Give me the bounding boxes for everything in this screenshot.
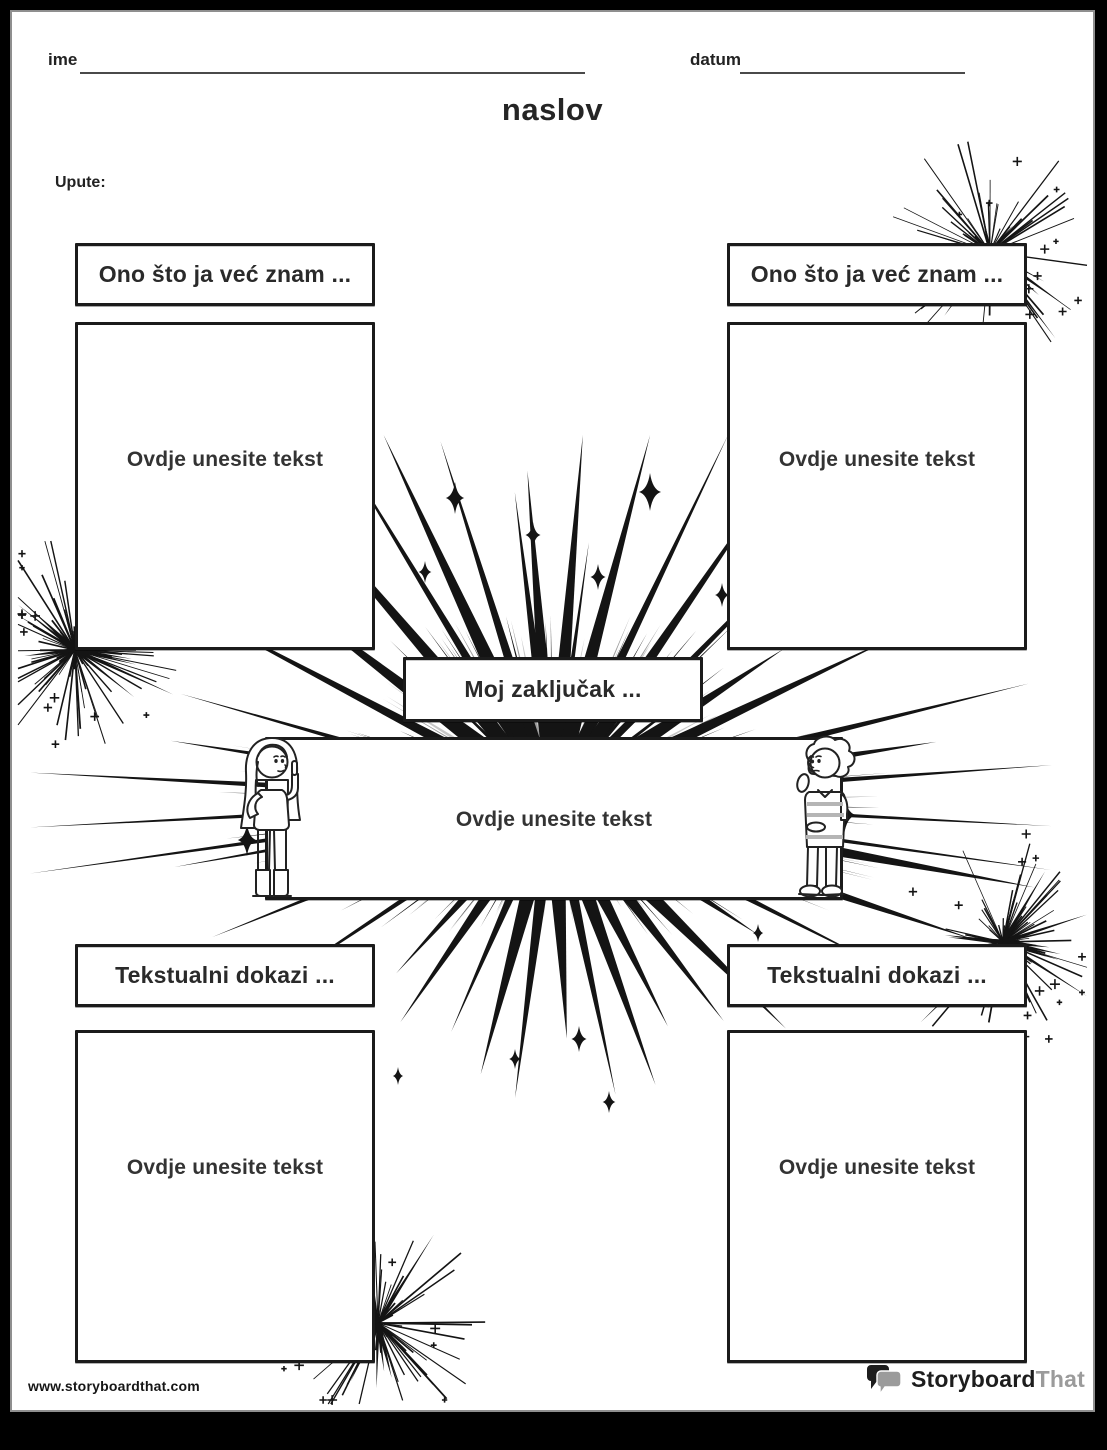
conclusion-textbox[interactable]: Ovdje unesite tekst bbox=[265, 737, 843, 900]
evidence-right-placeholder: Ovdje unesite tekst bbox=[778, 1156, 976, 1180]
logo-text-that: That bbox=[1035, 1366, 1085, 1392]
know-left-header: Ono što ja već znam ... bbox=[75, 243, 375, 306]
date-line[interactable] bbox=[740, 52, 965, 74]
know-right-header: Ono što ja već znam ... bbox=[727, 243, 1027, 306]
know-right-header-label: Ono što ja već znam ... bbox=[750, 261, 1004, 287]
logo-text-storyboard: Storyboard bbox=[910, 1366, 1036, 1392]
conclusion-header-label: Moj zaključak ... bbox=[464, 676, 642, 702]
storyboardthat-logo: StoryboardThat bbox=[866, 1364, 1085, 1395]
conclusion-header: Moj zaključak ... bbox=[403, 657, 703, 722]
evidence-right-header-label: Tekstualni dokazi ... bbox=[767, 962, 987, 988]
know-right-placeholder: Ovdje unesite tekst bbox=[778, 448, 976, 472]
name-line[interactable] bbox=[80, 52, 585, 74]
evidence-left-header-label: Tekstualni dokazi ... bbox=[115, 962, 335, 988]
speech-bubbles-icon bbox=[866, 1365, 902, 1395]
evidence-left-textbox[interactable]: Ovdje unesite tekst bbox=[75, 1030, 375, 1363]
know-left-textbox[interactable]: Ovdje unesite tekst bbox=[75, 322, 375, 650]
evidence-left-header: Tekstualni dokazi ... bbox=[75, 944, 375, 1007]
thinking-girl-character-icon bbox=[240, 737, 301, 897]
worksheet-title: naslov bbox=[501, 92, 604, 127]
evidence-left-placeholder: Ovdje unesite tekst bbox=[126, 1156, 324, 1180]
know-left-header-label: Ono što ja već znam ... bbox=[98, 261, 352, 287]
know-right-textbox[interactable]: Ovdje unesite tekst bbox=[727, 322, 1027, 650]
date-label: datum bbox=[690, 50, 741, 69]
know-left-placeholder: Ovdje unesite tekst bbox=[126, 448, 324, 472]
thinking-boy-character-icon bbox=[796, 735, 856, 898]
instructions-label: Upute: bbox=[55, 174, 106, 191]
evidence-right-textbox[interactable]: Ovdje unesite tekst bbox=[727, 1030, 1027, 1363]
worksheet-page: ime datum naslov Upute: Ono što ja već z… bbox=[10, 10, 1095, 1412]
footer-website-link[interactable]: www.storyboardthat.com bbox=[28, 1378, 200, 1394]
name-label: ime bbox=[48, 50, 78, 69]
conclusion-placeholder: Ovdje unesite tekst bbox=[455, 808, 653, 831]
evidence-right-header: Tekstualni dokazi ... bbox=[727, 944, 1027, 1007]
